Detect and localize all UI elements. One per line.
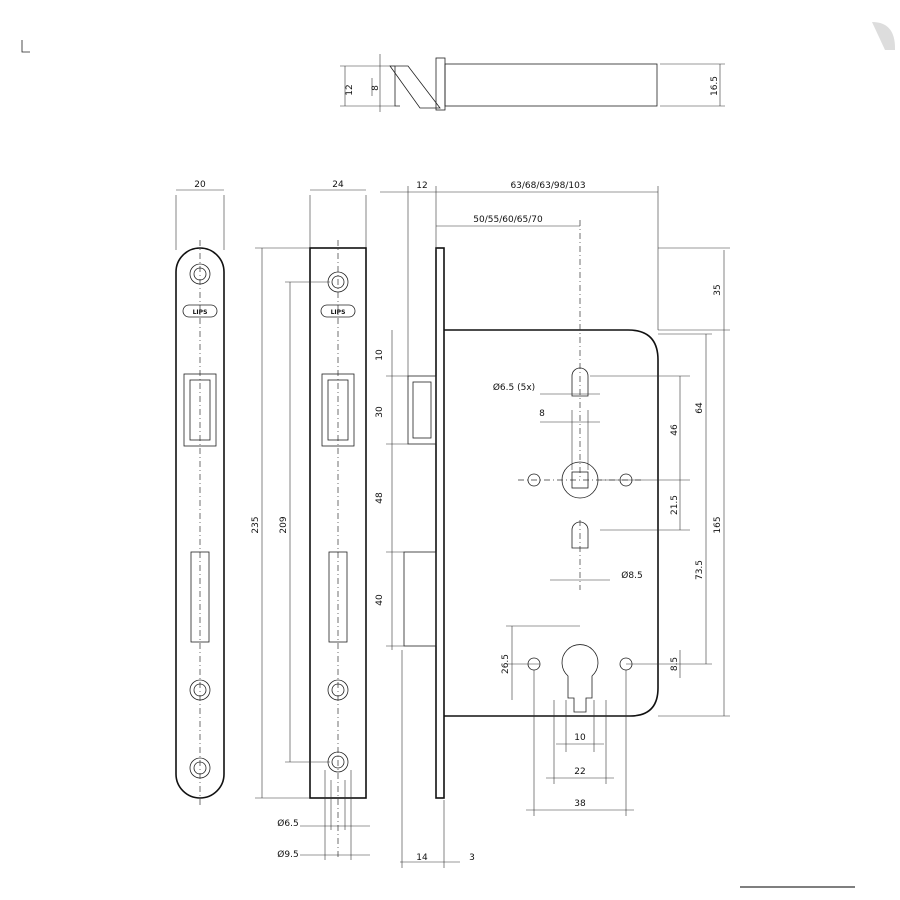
faceplate-a: 20 LIPS xyxy=(175,180,225,808)
corner-mark-right xyxy=(872,22,895,50)
dim-holes-label: Ø6.5 (5x) xyxy=(493,382,535,393)
dim-165: 165 xyxy=(713,516,723,533)
dim-backset-total: 63/68/63/98/103 xyxy=(510,181,585,191)
faceplate-b-logo: LIPS xyxy=(331,309,346,316)
dim-deadbolt-40: 40 xyxy=(375,594,385,606)
dim-73-5: 73.5 xyxy=(695,560,705,580)
dim-bottom-3: 3 xyxy=(469,853,475,863)
dim-64: 64 xyxy=(695,402,705,414)
dim-backset: 50/55/60/65/70 xyxy=(473,215,543,225)
dim-screw-small: Ø6.5 xyxy=(277,818,298,829)
dim-inner-209: 209 xyxy=(279,516,289,533)
lock-case-side: 10 30 48 40 12 63/68/63/98/103 50/55/60/… xyxy=(375,181,730,868)
top-view-latch: 12 8 16.5 xyxy=(340,54,725,112)
dim-top-12: 12 xyxy=(345,84,355,95)
corner-mark-left xyxy=(21,40,30,53)
dim-cyl-38: 38 xyxy=(574,799,586,809)
dim-faceplate-a-width: 20 xyxy=(194,180,206,190)
dim-latch-10: 10 xyxy=(375,349,385,361)
dim-mid-48: 48 xyxy=(375,492,385,504)
dim-bottom-14: 14 xyxy=(416,853,428,863)
dim-top-16-5: 16.5 xyxy=(710,76,720,96)
dim-cyl-22: 22 xyxy=(574,767,585,777)
dim-21-5: 21.5 xyxy=(670,495,680,515)
faceplate-a-logo: LIPS xyxy=(193,309,208,316)
dim-top-8: 8 xyxy=(371,85,381,91)
dim-faceplate-b-width: 24 xyxy=(332,180,344,190)
dim-offset-12: 12 xyxy=(416,181,427,191)
dim-latch-30: 30 xyxy=(375,406,385,418)
dim-hole-8-5: Ø8.5 xyxy=(621,570,642,581)
dim-spindle-8: 8 xyxy=(539,409,545,419)
dim-total-235: 235 xyxy=(251,516,261,533)
dim-35: 35 xyxy=(713,284,723,295)
dim-screw-large: Ø9.5 xyxy=(277,849,298,860)
dim-26-5: 26.5 xyxy=(501,654,511,674)
dim-cyl-10: 10 xyxy=(574,733,586,743)
dim-46: 46 xyxy=(670,424,680,436)
faceplate-b: 24 LIPS 235 209 Ø6.5 Ø9.5 xyxy=(251,180,370,860)
dim-8-5: 8.5 xyxy=(670,657,680,671)
